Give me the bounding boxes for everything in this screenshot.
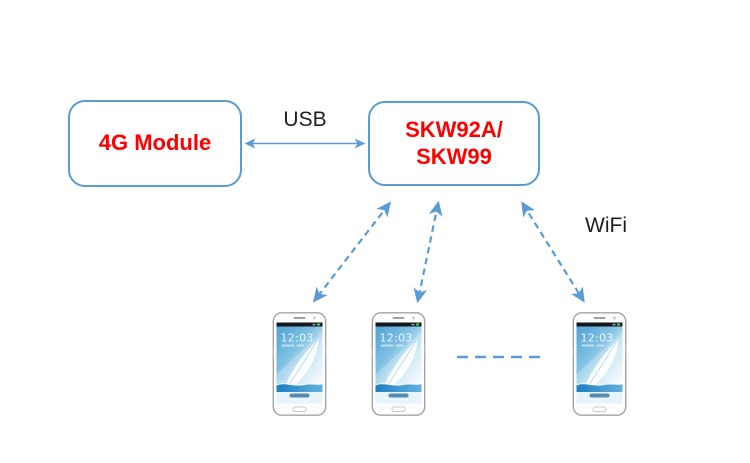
node-4g-module: 4G Module [68,100,242,187]
node-skw-label-line1: SKW92A/ [405,116,503,142]
home-button [391,406,406,412]
node-skw-label-line2: SKW99 [416,143,492,169]
lockscreen-date-blur [380,344,394,347]
volume-button [272,348,274,357]
signal-icon [411,323,415,326]
lockscreen-clock: 12:03 [281,332,314,345]
lockscreen-date-blur [296,344,305,347]
front-camera [412,316,415,320]
lockscreen-clock: 12:03 [380,332,413,345]
signal-icon [312,323,316,326]
front-camera [313,316,316,320]
status-bar [375,322,422,327]
usb-edge-label: USB [283,108,327,131]
wave-graphic [276,383,323,392]
battery-icon [416,323,420,326]
phone-screen: 12:03 [276,322,323,404]
volume-button [371,348,373,357]
volume-button [572,348,574,357]
signal-icon [612,323,616,326]
phone-screen: 12:03 [576,322,623,404]
brand-band [289,393,310,398]
smartphone-3: 12:03 [572,312,627,416]
phone-screen: 12:03 [375,322,422,404]
home-button [592,406,607,412]
wave-graphic [375,383,422,392]
brand-band [388,393,409,398]
front-camera [613,316,616,320]
battery-icon [317,323,321,326]
speaker-slot [593,317,606,319]
power-button [625,345,627,354]
lockscreen-date-blur [281,344,295,347]
wifi-arrow-left [312,201,392,303]
brand-band [589,393,610,398]
smartphone-2: 12:03 [371,312,426,416]
power-button [424,345,426,354]
wifi-arrow-middle [413,200,443,304]
smartphone-1: 12:03 [272,312,327,416]
status-bar [576,322,623,327]
wifi-edge-label: WiFi [585,214,627,237]
speaker-slot [392,317,405,319]
wave-graphic [576,383,623,392]
node-4g-module-label: 4G Module [98,130,212,156]
speaker-slot [293,317,306,319]
power-button [325,345,327,354]
home-button [292,406,307,412]
battery-icon [617,323,621,326]
lockscreen-date-blur [581,344,595,347]
lockscreen-clock: 12:03 [581,332,614,345]
lockscreen-date-blur [596,344,605,347]
status-bar [276,322,323,327]
node-skw92a-skw99: SKW92A/ SKW99 [368,101,540,186]
lockscreen-date-blur [395,344,404,347]
